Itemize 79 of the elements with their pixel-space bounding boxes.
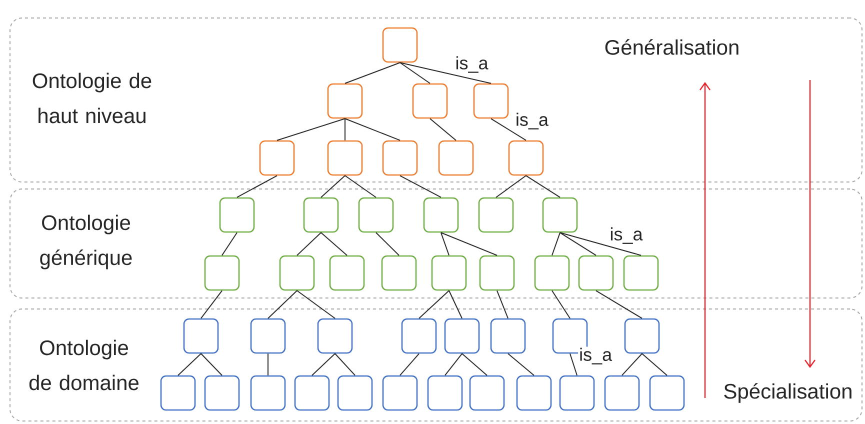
concept-box [473,83,509,119]
connector-line [440,232,450,256]
connector-line [276,118,346,141]
connector-line [178,353,202,376]
connector-line [570,353,578,376]
edge-label: is_a [610,227,643,244]
edge-label: is_a [580,348,612,364]
connector-line [296,232,322,256]
concept-box [327,140,363,176]
connector-line [508,353,534,376]
connector-line [400,353,420,376]
connector-line [462,353,488,376]
concept-box [423,197,459,233]
concept-box [508,140,544,176]
concept-box [438,140,474,176]
concept-box [259,140,295,176]
connector-line [312,353,336,376]
concept-box [303,197,339,233]
concept-box [250,375,286,411]
concept-box [578,255,614,291]
concept-box [329,255,365,291]
connector-line [334,353,356,376]
concept-box [542,197,578,233]
connector-line [552,232,560,256]
connector-line [560,232,596,256]
concept-box [382,375,418,411]
concept-box [534,255,570,291]
concept-box [317,318,353,354]
direction-label: Spécialisation [724,383,852,403]
concept-box [382,27,418,63]
concept-box [431,255,467,291]
connector-line [430,118,456,141]
connector-line [344,118,400,141]
concept-box [427,375,463,411]
concept-box [381,255,417,291]
direction-label: Généralisation [605,39,738,55]
concept-box [516,375,552,411]
concept-box [337,375,373,411]
connector-line [222,232,238,256]
connector-line [440,232,498,256]
concept-box [382,140,418,176]
concept-box [183,318,219,354]
concept-box [444,318,480,354]
concept-box [412,83,448,119]
connector-line [642,353,668,376]
concept-box [160,375,196,411]
concept-box [559,375,595,411]
connector-line [400,62,430,84]
connector-line [400,62,492,84]
connector-line [496,290,508,319]
concept-box [219,197,255,233]
edge-label: is_a [456,56,488,73]
concept-box [294,375,330,411]
concept-box [469,375,505,411]
concept-box [604,375,640,411]
edge-label: is_a [516,112,548,130]
connector-line [560,232,642,256]
connector-line [622,353,642,376]
concept-box [478,197,514,233]
connector-line [344,62,400,84]
connector-line [376,232,400,256]
concept-box [479,255,515,291]
concept-box [649,375,685,411]
concept-box [624,318,660,354]
concept-box [204,375,240,411]
concept-box [279,255,315,291]
connector-line [200,353,222,376]
concept-box [401,318,437,354]
concept-box [358,197,394,233]
concept-box [250,318,286,354]
connector-line [344,118,346,141]
concept-box [204,255,240,291]
concept-box [623,255,659,291]
connector-line [444,353,462,376]
connector-line [448,290,462,319]
concept-box [327,83,363,119]
connector-line [490,118,526,141]
connector-line [320,232,348,256]
concept-box [490,318,526,354]
